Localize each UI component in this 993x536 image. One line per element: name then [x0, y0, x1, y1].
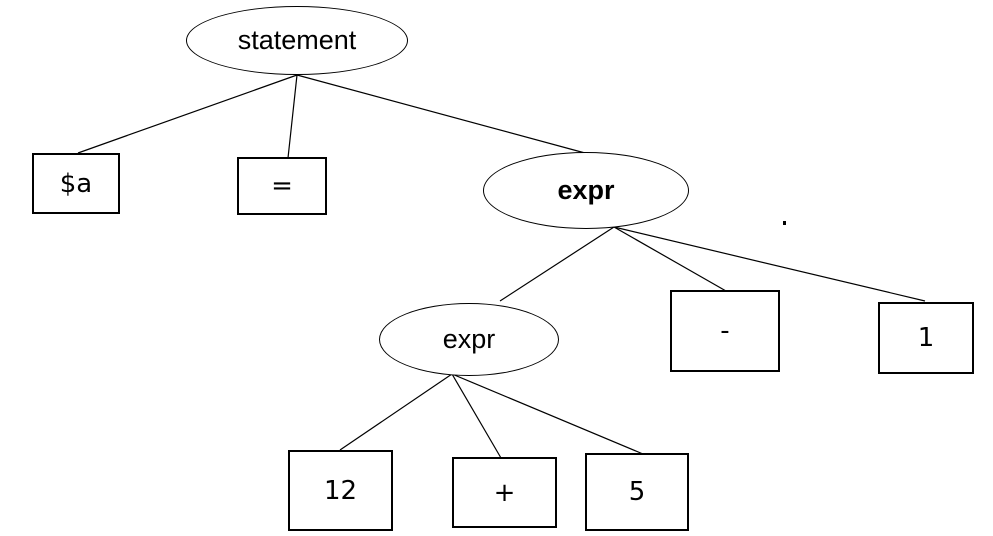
node-one: 1	[878, 302, 974, 374]
node-twelve-label: 12	[323, 475, 358, 506]
edge-statement-to-assign	[287, 74, 298, 159]
node-minus-label: -	[720, 316, 730, 346]
node-statement: statement	[186, 6, 408, 75]
node-statement-label: statement	[237, 25, 357, 55]
edge-expr-inner-to-five	[451, 373, 644, 455]
edge-expr-inner-to-twelve	[339, 373, 453, 451]
edge-expr-outer-to-one	[613, 226, 926, 302]
node-var-a-label: $a	[59, 168, 93, 199]
node-expr-outer-label: expr	[557, 175, 615, 205]
node-twelve: 12	[288, 450, 393, 531]
edge-expr-outer-to-expr-inner	[499, 226, 615, 302]
node-five: 5	[585, 453, 689, 531]
stray-dot-artifact	[783, 221, 786, 225]
node-plus: +	[452, 457, 557, 528]
node-expr-inner-label: expr	[442, 324, 496, 354]
node-expr-inner: expr	[379, 303, 559, 376]
node-expr-outer: expr	[483, 152, 689, 229]
edge-expr-outer-to-minus	[613, 226, 727, 292]
node-one-label: 1	[917, 323, 935, 353]
edge-statement-to-var-a	[77, 74, 298, 154]
edge-expr-inner-to-plus	[451, 373, 502, 459]
node-var-a: $a	[32, 153, 120, 214]
node-assign-label: =	[271, 171, 293, 201]
node-assign: =	[237, 157, 327, 215]
edge-statement-to-expr-outer	[296, 74, 586, 154]
node-plus-label: +	[493, 477, 516, 508]
node-minus: -	[670, 290, 780, 372]
node-five-label: 5	[628, 477, 646, 507]
